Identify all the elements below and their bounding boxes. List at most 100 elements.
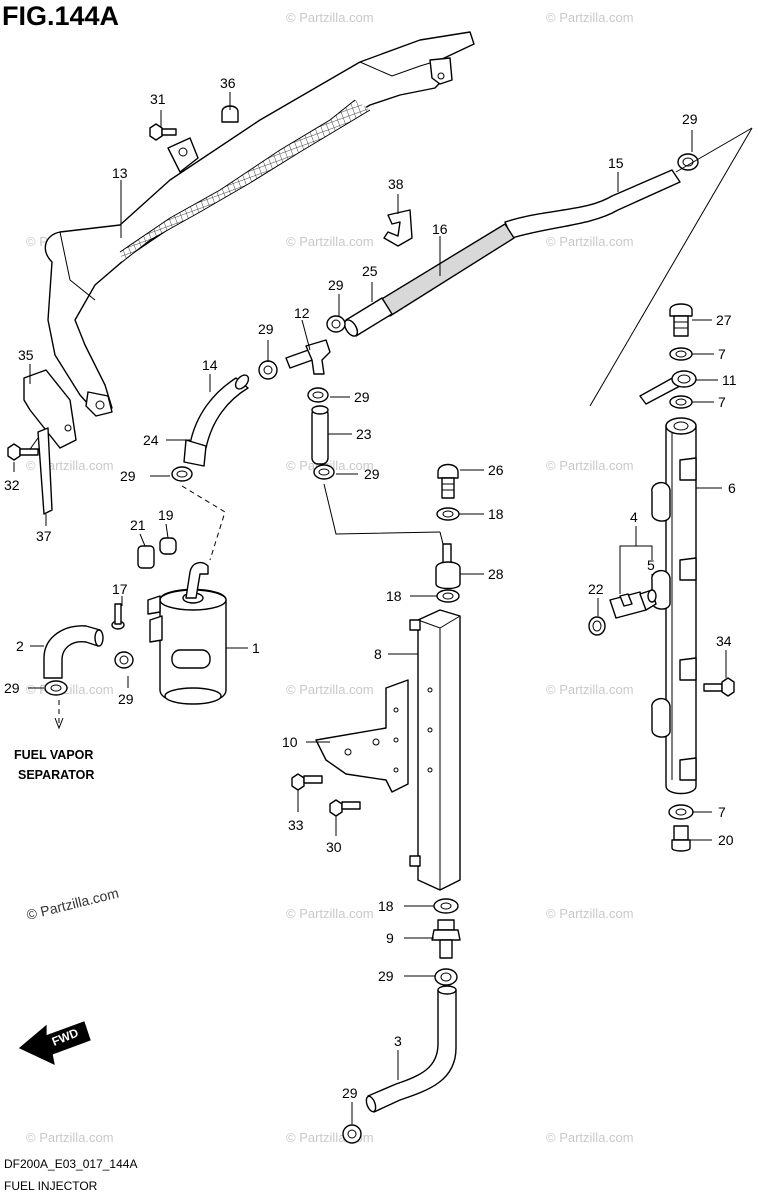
injector-part-4 (609, 589, 657, 619)
clamp-part-29 (342, 1124, 362, 1144)
callout-30: 30 (326, 839, 342, 855)
callout-29: 29 (120, 468, 136, 484)
connection-line (181, 485, 226, 561)
callout-34: 34 (716, 633, 732, 649)
clip-part-37 (27, 427, 53, 515)
callout-5: 5 (647, 557, 655, 573)
watermark: © Partzilla.com (286, 682, 374, 697)
callout-31: 31 (150, 91, 166, 107)
hose-part-25 (343, 297, 393, 337)
callout-26: 26 (488, 462, 504, 478)
callout-29: 29 (378, 968, 394, 984)
bolt-part-26 (437, 463, 459, 499)
watermark: © Partzilla.com (546, 10, 634, 25)
callout-8: 8 (374, 646, 382, 662)
watermark: © Partzilla.com (26, 458, 114, 473)
detail-frame-line (589, 127, 753, 407)
hose-part-14 (189, 374, 250, 449)
callout-17: 17 (112, 581, 128, 597)
callout-36: 36 (220, 75, 236, 91)
callout-19: 19 (158, 507, 174, 523)
callout-29: 29 (354, 389, 370, 405)
plug-part-20 (671, 825, 691, 852)
clamp-part-29 (326, 315, 346, 333)
bolt-part-33 (291, 773, 323, 791)
callout-1: 1 (252, 640, 260, 656)
hose-part-15 (504, 169, 681, 239)
clamp-part-29 (434, 968, 458, 986)
washer-part-18 (433, 898, 459, 914)
callout-22: 22 (588, 581, 604, 597)
bolt-part-31 (149, 123, 177, 141)
washer-part-18 (436, 507, 460, 521)
watermark: © Partzilla.com (546, 906, 634, 921)
fitting-part-12 (285, 339, 331, 375)
grommet-part-36 (221, 105, 239, 123)
callout-3: 3 (394, 1033, 402, 1049)
bolt-part-17 (111, 603, 125, 630)
callout-11: 11 (722, 372, 737, 388)
watermark: © Partzilla.com (286, 234, 374, 249)
callout-7: 7 (718, 804, 726, 820)
callout-12: 12 (294, 305, 310, 321)
watermark: © Partzilla.com (25, 885, 120, 923)
clamp-part-29 (44, 680, 68, 696)
leader-lines (13, 92, 727, 1124)
callout-15: 15 (608, 155, 624, 171)
callout-32: 32 (4, 477, 20, 493)
callout-28: 28 (488, 566, 504, 582)
callout-2: 2 (16, 638, 24, 654)
grommet-part-19 (159, 537, 177, 555)
washer-part-7 (668, 804, 694, 820)
watermark: © Partzilla.com (546, 234, 634, 249)
clamp-part-29 (114, 651, 134, 669)
hose-part-24 (183, 439, 207, 467)
cover-part-13 (44, 31, 475, 417)
callout-29: 29 (328, 277, 344, 293)
callout-27: 27 (716, 312, 732, 328)
bolt-part-30 (329, 799, 361, 817)
callout-7: 7 (718, 394, 726, 410)
callout-38: 38 (388, 176, 404, 192)
clamp-part-29 (677, 153, 699, 171)
callout-29: 29 (364, 466, 380, 482)
callout-21: 21 (130, 517, 146, 533)
bracket-part-10 (315, 679, 409, 793)
clamp-part-29 (171, 466, 193, 482)
banjo-part-11 (639, 370, 697, 405)
watermark: © Partzilla.com (286, 458, 374, 473)
figure-title: FIG.144A (2, 1, 119, 31)
callout-6: 6 (728, 480, 736, 496)
vapor-separator-note-line2: SEPARATOR (18, 768, 94, 782)
callout-29: 29 (4, 680, 20, 696)
arrow-down (54, 717, 64, 730)
detail-frame-line (675, 127, 753, 173)
callout-29: 29 (682, 111, 698, 127)
fwd-arrow: FWD (18, 1021, 91, 1066)
clamp-part-29 (258, 360, 278, 380)
callout-33: 33 (288, 817, 304, 833)
hose-part-2 (43, 625, 104, 679)
figure-code: DF200A_E03_017_144A (4, 1157, 137, 1171)
callout-7: 7 (718, 346, 726, 362)
oring-part-22 (588, 616, 606, 636)
grommet-part-21 (137, 545, 155, 569)
clamp-part-29 (307, 387, 329, 403)
callout-10: 10 (282, 734, 298, 750)
watermark: © Partzilla.com (26, 1130, 114, 1145)
watermark: © Partzilla.com (26, 682, 114, 697)
filter-part-1 (147, 561, 227, 705)
callout-29: 29 (342, 1085, 358, 1101)
bracket-part-35 (23, 369, 77, 449)
callout-4: 4 (630, 509, 638, 525)
callout-18: 18 (488, 506, 504, 522)
callout-16: 16 (432, 221, 448, 237)
fitting-part-28 (435, 543, 461, 590)
callout-13: 13 (112, 165, 128, 181)
fuel-rail-part-6 (651, 417, 697, 795)
callout-18: 18 (378, 898, 394, 914)
callout-29: 29 (118, 691, 134, 707)
callout-20: 20 (718, 832, 734, 848)
callout-23: 23 (356, 426, 372, 442)
